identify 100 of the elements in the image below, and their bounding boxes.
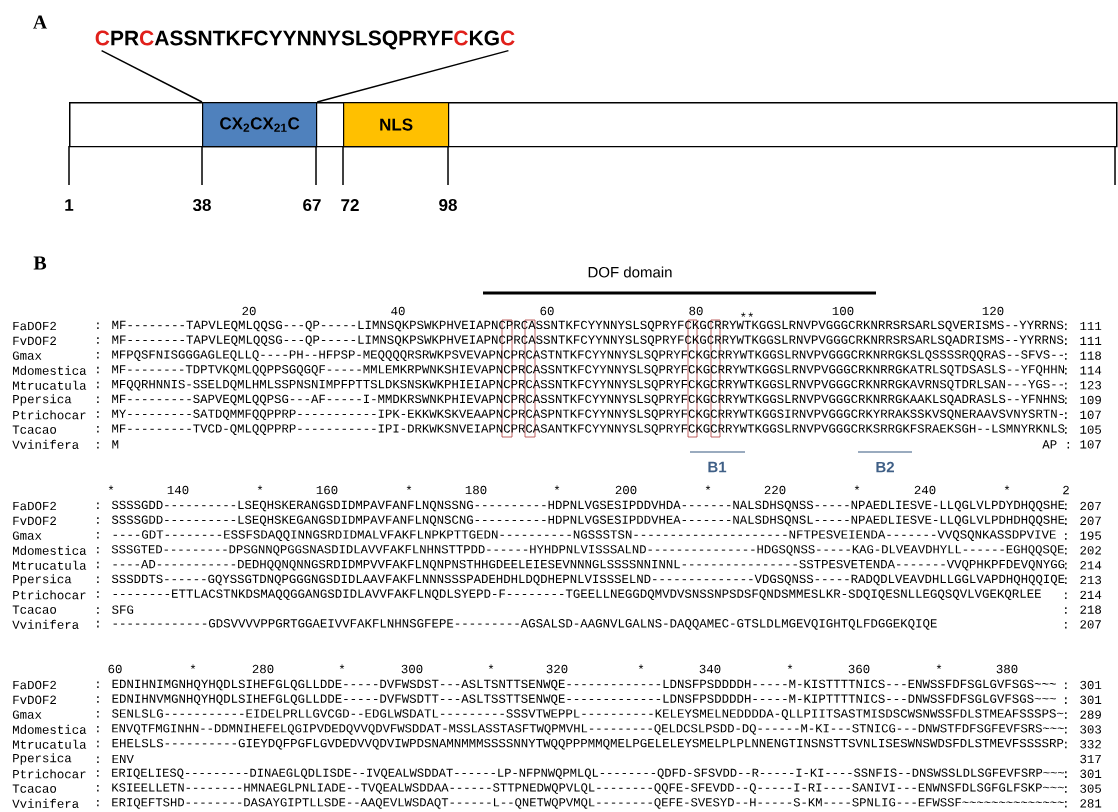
ruler-number: 80 [689, 306, 703, 316]
ruler-number: 20 [242, 306, 256, 316]
ruler-number: * [108, 485, 114, 490]
sequence-row: : ERIQELIESQ---------DINAEGLQDLISDE--IVQEALWSDDAT------LP-NFPNWQPMLQL--------QDFD-SFSVDD--R-----I-KI----SSNFIS--DNSWSSLDLSGFEVFSRP~~~ [97, 768, 1064, 779]
sequence-row: : MF---------SAPVEQMLQQPSG---AF-----I-MMDKRSWNKPHIEVAPNCPRCASSNTKFCYYNNYSLSQPRYFCKGCRRYWTKGGSLRNVPVGGGCRKNRRGKAAKLSQADRASLS--YFNHNS [97, 394, 1065, 406]
residue-count: : 111 [1065, 336, 1102, 345]
ruler-number: 100 [832, 306, 854, 316]
ruler-number: * [190, 664, 196, 669]
ruler-number: 320 [546, 664, 568, 674]
ruler-number: 200 [615, 485, 637, 495]
sequence-row: : ----AD-----------DEDHQQNQNNGSRDIDMPVVFAKFLNQNPNSTHHGDEELEIESEVNNNGLSSSSNNINNL----------------SSTPESVETENDA-------VVQPHKPFDEVQNYGG [97, 559, 1065, 571]
ruler-number: * [854, 485, 860, 490]
sequence-row: : MF---------TVCD-QMLQQPPRP-----------IPI-DRKWKSNVEIAPNCPRCASANTKFCYYNNYSLSQPRYFCKGCRRYWTKGGSLRNVPVGGGCRKSRRGKFSRAEKSGH--LSMNYRKNLS [97, 424, 1065, 435]
residue-count: : 301 [1065, 769, 1102, 778]
residue-count: : 332 [1065, 740, 1101, 749]
sequence-row: : MY---------SATDQMMFQQPPRP-----------IPK-EKKWKSKVEAAPNCPRCASPNTKFCYYNNYSLSQPRYFCKGCRRYWTKGGSIRNVPVGGGCRKYRRAKSSKVSQNERAAVSVNYSRTN- [97, 409, 1063, 421]
ruler-number: 380 [996, 664, 1018, 674]
species-name: Gmax [12, 351, 42, 360]
domain-box: NLS [343, 102, 450, 148]
panel-label: A [32, 15, 48, 29]
domain-label: DOF domain [588, 266, 672, 278]
region-label: B1 [708, 461, 727, 473]
species-name: FaDOF2 [13, 680, 56, 690]
species-name: Tcacao [12, 605, 57, 614]
domain-box: CX$_{2}$CX$_{21}$C [202, 102, 318, 148]
species-name: FvDOF2 [13, 336, 56, 345]
ruler-number: 360 [848, 664, 870, 674]
leader-line [316, 49, 510, 103]
ruler-number: 340 [699, 664, 721, 674]
sequence-row: : M [97, 440, 119, 449]
sequence-row: : ----GDT--------ESSFSDAQQINNGSRDIDMALVFAKFLNPKPTTGEDN----------NGSSSTSN---------------------NFTPESVEIENDA-------VVQSQNKASSDPVIVE [97, 530, 1056, 541]
species-name: Ppersica [13, 753, 72, 765]
species-name: Vvinifera [12, 619, 79, 629]
residue-count: : 107 [1065, 410, 1101, 419]
residue-count: 317 [1080, 754, 1101, 764]
sequence-row: : MFQQRHNNIS-SSELDQMLHMLSSPNSNIMPFPTTSLDKSNSKWKPHIEIAPNCPRCASSNTKFCYYNNYSLSQPRYFCKGCRRYWTKGGSLRNVPVGGGCRKNRRGKAVRNSQTDRLSAN---YGS-- [97, 379, 1063, 391]
position-number: 72 [341, 199, 359, 211]
sequence-row: : KSIEELLETN--------HMNAEGLPNLIADE--TVQEALWSDDAA------STTPNEDWQPVLQL--------QQFE-SFEVDD--Q-----I-RI----SANIVI---ENWNSFDLSGFGLFSKP~~~ [97, 783, 1064, 794]
sequence-row: : ERIQEFTSHD--------DASAYGIPTLLSDE--AAQEVLWSDAQT------L--QNETWQPVMQL--------QEFE-SVESYD--H-----S-KM----SPNLIG---EFWSSF~~~~~~~~~~~~~~ [97, 798, 1064, 809]
ruler-number: * [705, 485, 711, 490]
ruler-number: * [406, 485, 412, 490]
sequence-row: : -------------GDSVVVVPPGRTGGAEIVVFAKFLNHNSGFEPE---------AGSALSD-AAGNVLGALNS-DAQQAMEC-GTSLDLMGEVQIGHTQLFDGGEKQIQE [97, 619, 937, 630]
species-name: Mtrucatula [13, 560, 87, 570]
residue-count: : 195 [1065, 531, 1101, 540]
ruler-number: 220 [764, 485, 786, 495]
residue-count: : 305 [1065, 784, 1101, 793]
sequence-row: : SENLSLG-----------EIDELPRLLGVCGD--EDGLWSDATL---------SSSVTWEPPL----------KELEYSMELNEDDDDA-QLLPIITSASTMISDSCWSNWSSFDLSTMEAFSSSPS~ [97, 709, 1064, 720]
sequence-row: : ENVQTFMGINHN--DDMNIHEFELQGIPVDEDQVVQDVFWSDDAT-MSSLASSTASFTWQPMVHL---------QELDCSLPSDD-DQ------M-KI---STNICG---DNWSTFDFSGFEVFSRS~~~ [97, 724, 1064, 735]
species-name: Vvinifera [12, 439, 79, 449]
ruler-number: * [936, 664, 942, 669]
residue-count: : 207 [1065, 501, 1101, 511]
species-name: Mtrucatula [13, 739, 87, 749]
sequence-row: : MF--------TAPVLEQMLQQSG---QP-----LIMNSQKPSWKPHVEIAPNCPRCASSNTKFCYYNNYSLSQPRYFCKGCRRYWTKGGSLRNVPVGGGCRKNRRSRSARLSQVERISMS--YYRRNS [97, 320, 1064, 332]
species-name: Ptrichocar [13, 590, 86, 600]
residue-count: : 109 [1065, 395, 1101, 405]
residue-count: : 111 [1065, 321, 1102, 331]
residue-count: : 123 [1065, 381, 1101, 390]
sequence-row: : EDNIHNIMGNHQYHQDLSIHEFGLQGLLDDE-----DVFWSDST---ASLTSNTTSENWQE-------------LDNSFPSDDDDH-----M-KISTTTTNICS---ENWSSFDFSGLGVFSGS~~~ [97, 679, 1056, 691]
residue-count: : 289 [1065, 710, 1101, 719]
residue-count: : 114 [1065, 366, 1102, 375]
residue-count: : 213 [1065, 575, 1101, 585]
ruler-number: 180 [465, 485, 487, 495]
sequence-row: : MF--------TDPTVKQMLQQPPSGQGQF-----MMLEMKRPWNKSHIEVAPNCPRCASSNTKFCYYNNYSLSQPRYFCKGCRRYWTKGGSLRNVPVGGGCRKNRRGKATRLSQTDSASLS--YFQHHN [97, 365, 1065, 376]
ruler-number: 60 [108, 664, 122, 674]
residue-count: : 281 [1065, 799, 1102, 808]
ruler-number: 280 [252, 664, 274, 674]
species-name: Mdomestica [13, 545, 87, 555]
residue-count: : 207 [1065, 516, 1101, 525]
species-name: Vvinifera [12, 798, 79, 808]
species-name: Mtrucatula [13, 380, 87, 390]
position-number: 38 [192, 198, 211, 212]
ruler-number: 40 [391, 306, 405, 316]
species-name: Ppersica [13, 394, 72, 406]
position-number: 67 [303, 199, 321, 212]
ruler-number: 160 [316, 485, 338, 495]
sequence-row: : SSSGTED---------DPSGNNQPGGSNASDIDLAVVFAKFLNHNSTTPDD------HYHDPNLVISSSALND---------------HDGSQNSS-----KAG-DLVEAVDHYLL------EGHQQSQE [97, 545, 1064, 556]
sequence-row: : SSSSGDD----------LSEQHSKERANGSDIDMPAVFANFLNQNSSNG----------HDPNLVGSESIPDDVHDA-------NALSDHSQNSS-----NPAEDLIESVE-LLQGLVLPDYDHQQSHE [97, 500, 1065, 512]
residue-count: : 303 [1065, 725, 1101, 734]
species-name: Mdomestica [13, 365, 87, 375]
sequence-row: : SSSDDTS------GQYSSGTDNQPGGGNGSDIDLAAVFAKFLNNNSSSPADEHDHLDQDHEPNLVISSSELND--------------VDGSQNSS-----RADQDLVEAVDHLLGGLVAPDHQHQQIQE [97, 574, 1065, 586]
species-name: Ppersica [13, 574, 72, 586]
leader-line [100, 49, 203, 103]
ruler-number: 2 [1063, 485, 1069, 495]
species-name: Tcacao [12, 784, 57, 793]
ruler-number: * [339, 664, 345, 669]
sequence-text: CPRCASSNTKFCYYNNYSLSQPRYFCKGC [95, 30, 515, 50]
ruler-number: * [488, 664, 494, 669]
species-name: Tcacao [12, 425, 57, 434]
residue-count: : 214 [1065, 590, 1102, 599]
ruler-number: * [787, 664, 793, 669]
sequence-row: : EHELSLS----------GIEYDQFPGFLGVDEDVVQDVIWPDSNAMNMMMSSSSNNYTWQQPPPMMQMELPGELELEYSMELPLPLNNENGTINSNSTTSVNLISESWNSWDSFDLSTMEVFSSSSRP [97, 738, 1064, 750]
position-number: 1 [65, 199, 74, 211]
ruler-number: 60 [540, 306, 554, 316]
residue-count: AP : 107 [1042, 440, 1101, 449]
ruler-number: * [554, 485, 560, 490]
residue-count: : 207 [1065, 620, 1101, 629]
residue-count: : 105 [1065, 425, 1101, 434]
residue-count: : 301 [1065, 680, 1102, 690]
position-number: 98 [439, 199, 457, 212]
ruler-number: * [257, 485, 263, 490]
